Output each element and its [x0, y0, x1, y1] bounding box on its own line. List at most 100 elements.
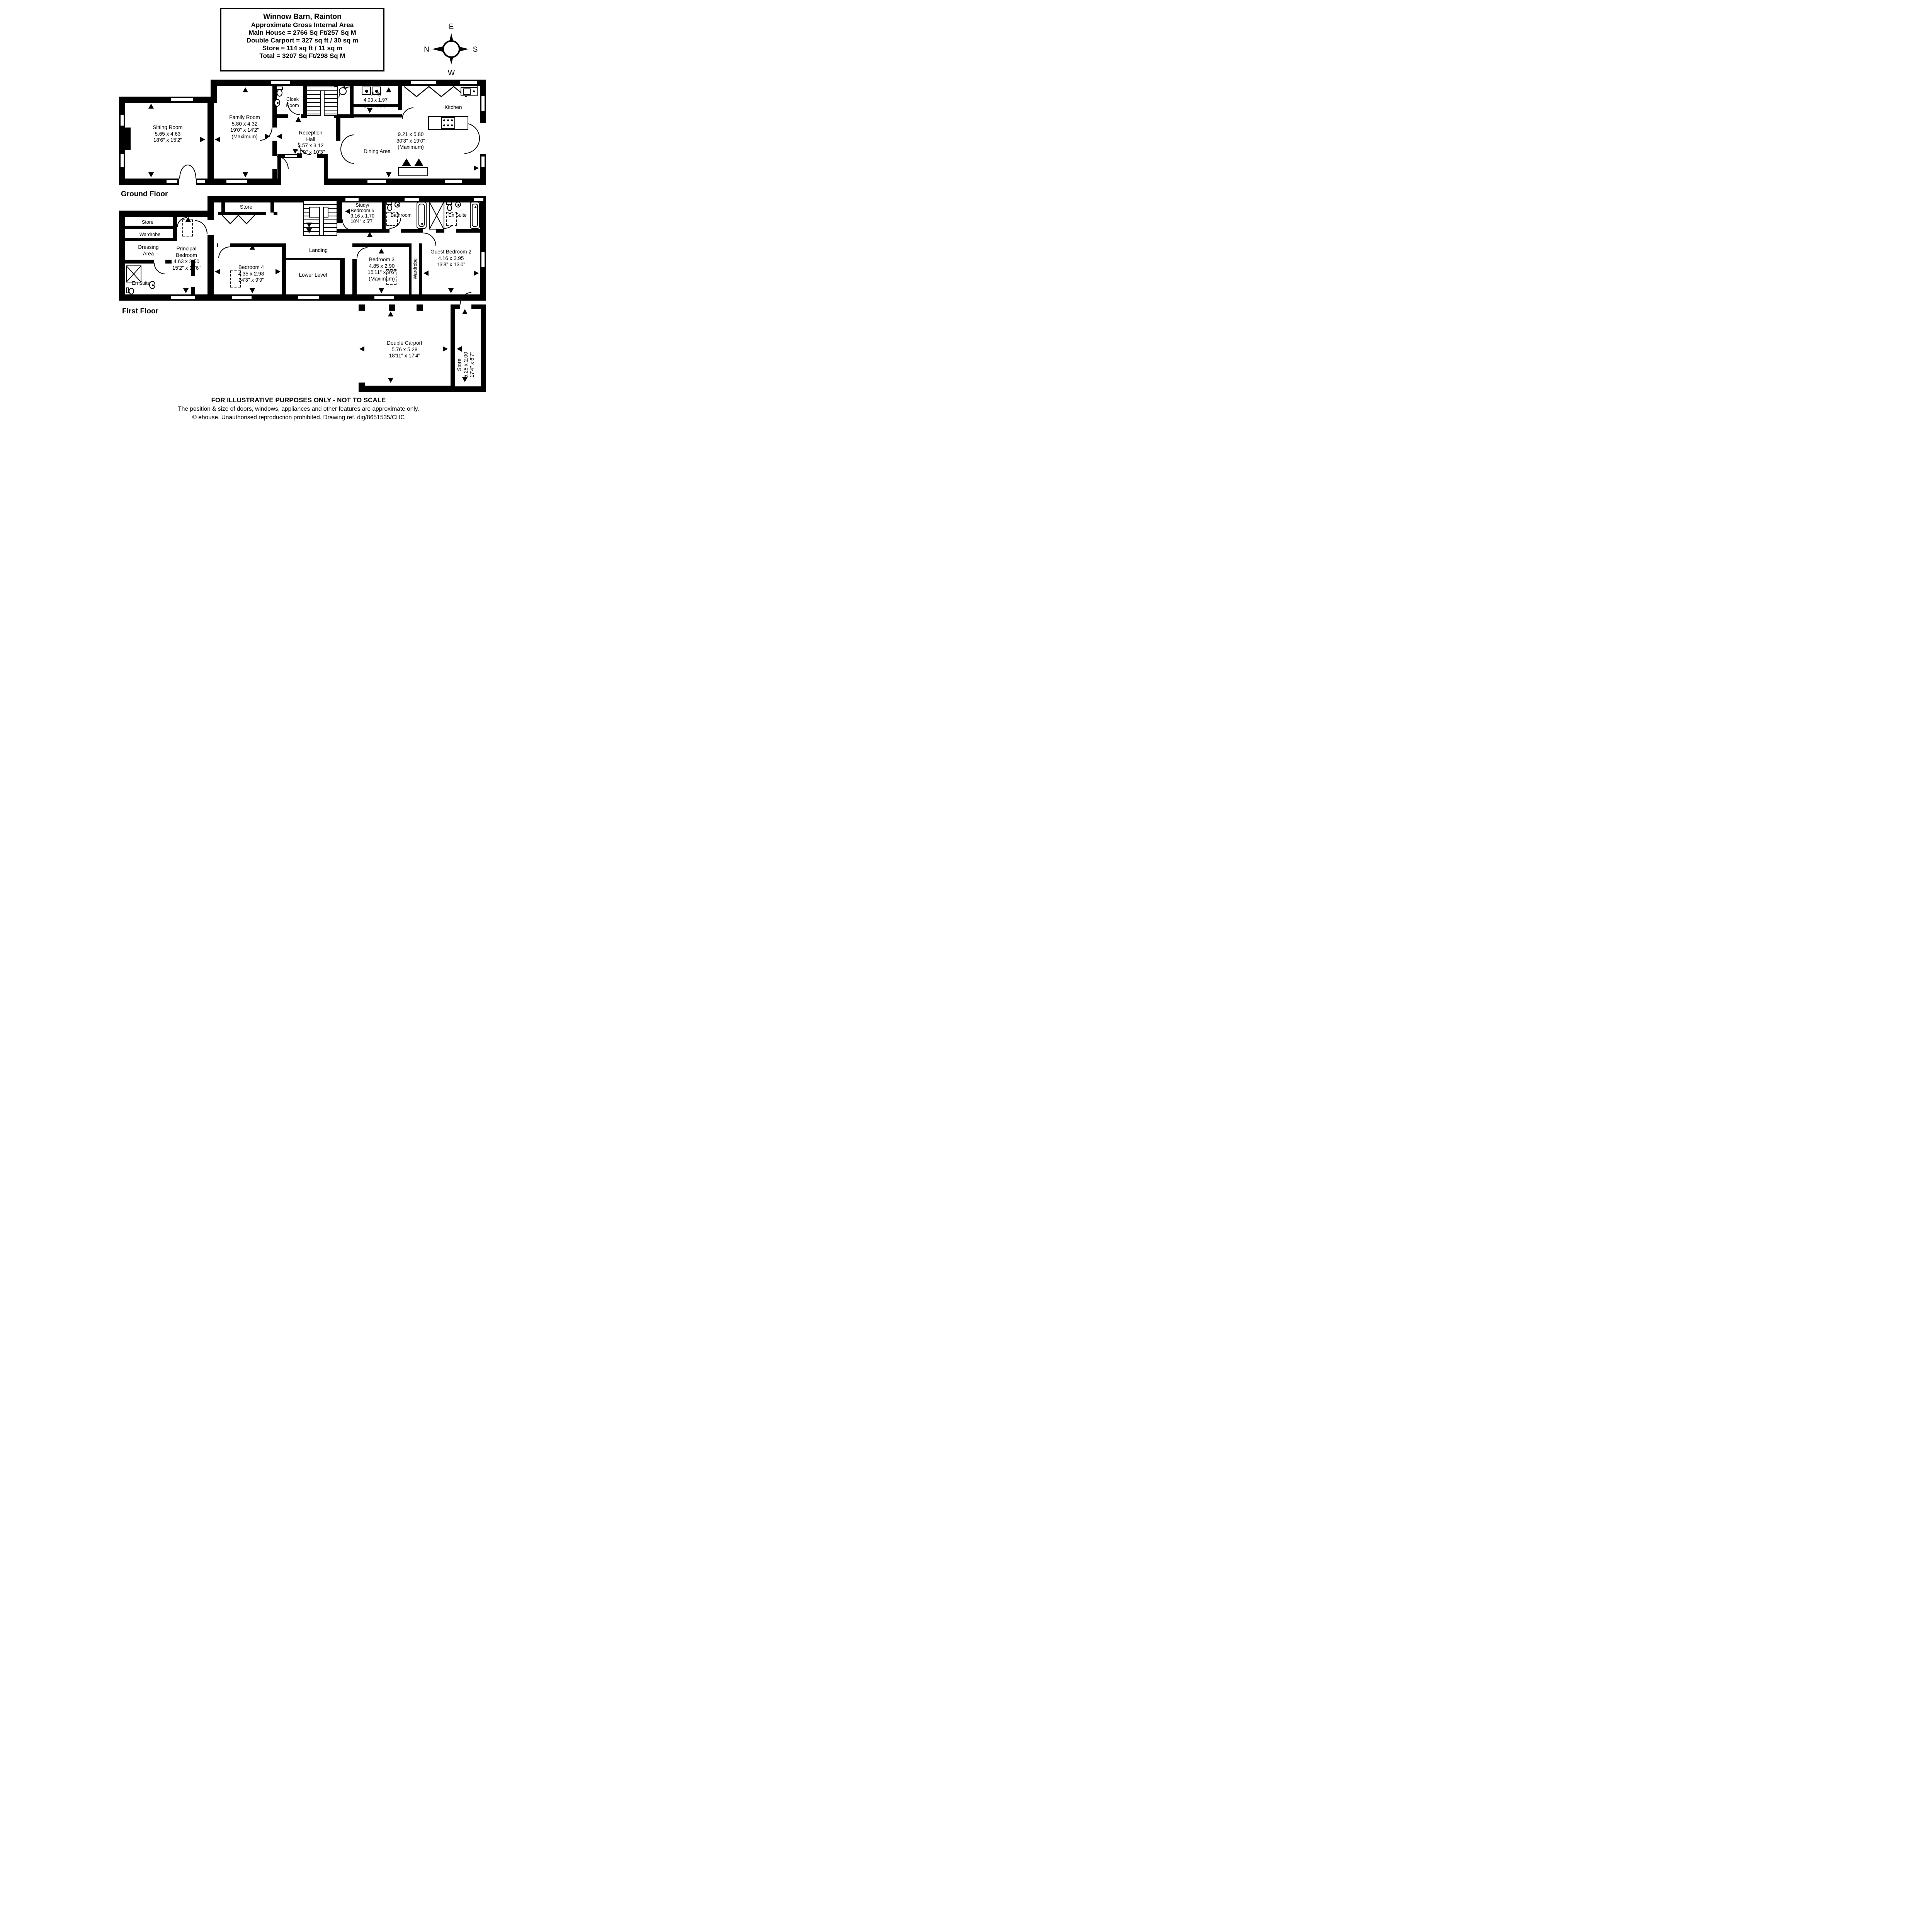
compass-s: S [473, 46, 478, 54]
direction-marker [448, 288, 454, 293]
wall [274, 212, 277, 215]
wall [173, 217, 177, 229]
direction-marker [474, 165, 479, 171]
wall [336, 117, 340, 141]
kitchen-sink-bowl [463, 88, 471, 95]
stair-down-arrow [306, 228, 312, 233]
wall [191, 287, 195, 294]
wall [272, 117, 277, 128]
window [226, 180, 248, 184]
wall [401, 229, 422, 233]
room-label-dining: Dining Area [364, 148, 391, 154]
direction-marker [243, 87, 248, 92]
direction-marker [276, 269, 281, 274]
wall [451, 304, 455, 392]
direction-marker [148, 104, 154, 109]
window [270, 81, 291, 85]
ground-floor-label: Ground Floor [121, 190, 168, 198]
first-floor-label: First Floor [122, 307, 158, 315]
direction-marker [148, 172, 154, 177]
wall [286, 258, 340, 260]
rooflight-dashed [386, 269, 396, 285]
carport-pillar [417, 304, 423, 311]
boiler-icon [339, 87, 347, 95]
sink-icon [455, 202, 461, 207]
window [481, 156, 485, 168]
direction-marker [215, 137, 220, 142]
window [171, 98, 193, 102]
floor-plan-page: Winnow Barn, Rainton Approximate Gross I… [0, 0, 597, 422]
dining-table [398, 167, 428, 176]
wall [165, 260, 172, 264]
door-arc [460, 292, 471, 304]
direction-marker [379, 248, 384, 253]
wall [270, 202, 274, 213]
window [166, 180, 178, 184]
door-arc [218, 247, 230, 258]
wall [324, 154, 328, 185]
wall [480, 196, 486, 301]
toilet-icon [129, 288, 134, 294]
wall [217, 243, 218, 247]
direction-marker [359, 346, 364, 352]
door-arc [464, 138, 480, 154]
window [284, 155, 298, 157]
wall [125, 226, 177, 229]
direction-marker [367, 108, 372, 113]
chair-icon [414, 158, 423, 166]
direction-marker [423, 270, 429, 276]
wall [337, 199, 342, 223]
shower-icon [429, 202, 444, 230]
door-arc [340, 149, 354, 164]
direction-marker [277, 134, 282, 139]
window [232, 296, 252, 299]
wall [125, 238, 177, 241]
wall [340, 258, 345, 294]
compass-w: W [448, 69, 455, 77]
door-arc [402, 107, 413, 119]
window [171, 296, 196, 299]
entry-arrow-line [344, 80, 345, 89]
wall [382, 199, 386, 233]
footer-disclaimer-2: The position & size of doors, windows, a… [178, 406, 419, 412]
window [404, 197, 420, 201]
wall [419, 243, 422, 294]
direction-marker [388, 378, 393, 383]
window [481, 96, 485, 111]
direction-marker [215, 269, 220, 274]
direction-marker [265, 134, 270, 139]
wall [119, 211, 125, 301]
door-opening [179, 179, 196, 185]
wall [119, 97, 125, 185]
wall [277, 154, 281, 185]
sink-icon [395, 202, 400, 207]
window [196, 180, 206, 184]
wall [337, 229, 389, 233]
direction-marker [386, 172, 391, 177]
total-area: Total = 3207 Sq Ft/298 Sq M [259, 52, 345, 60]
direction-marker [367, 232, 372, 237]
wall [352, 259, 357, 294]
sink-icon [149, 281, 155, 289]
footer-copyright: © ehouse. Unauthorised reproduction proh… [192, 414, 405, 421]
wall [334, 114, 354, 118]
hob-icon [441, 117, 455, 129]
wall [211, 80, 486, 86]
chimney-breast [125, 128, 131, 150]
wall [282, 243, 286, 294]
porch-recess [281, 158, 324, 185]
wall [350, 114, 402, 117]
window [444, 180, 462, 184]
stair-rail [319, 207, 324, 235]
toilet-icon [277, 89, 282, 97]
bath-inner [472, 204, 478, 227]
wall [398, 86, 402, 110]
wall [230, 243, 282, 247]
direction-marker [200, 137, 205, 142]
